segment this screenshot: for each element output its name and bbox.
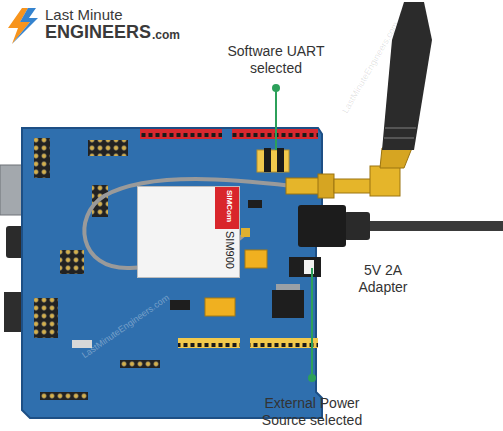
logo-bolt [12,8,38,44]
header-red [140,129,222,139]
module-model: SIM900 [224,231,236,269]
dc-jack [298,205,346,247]
regulator-tab [276,284,300,290]
callout-text: 5V 2A Adapter [350,262,416,296]
pin-grid [34,298,58,338]
logo-text: Last Minute [45,6,123,23]
header-yellow [178,338,240,348]
jumper-cap [264,148,271,172]
logo-text: ENGINEERS [45,22,151,43]
capacitor [205,298,235,316]
module-brand: SIMCom [225,190,234,222]
adapter-plug [344,212,370,240]
adapter-cable [368,221,503,231]
logo-text: .com [152,28,180,42]
leader-dot [308,374,316,382]
capacitor [245,250,267,268]
antenna-base [380,148,412,168]
pin-grid [120,360,160,368]
chip [170,300,190,310]
chip [248,200,262,208]
power-switch [289,257,321,277]
leader-line [311,268,313,378]
regulator [272,290,304,318]
callout-text: Software UART selected [221,43,331,77]
pin-grid [88,140,128,156]
pin-grid [34,138,50,178]
pin-grid [40,392,88,400]
pin-grid [60,250,84,274]
ufl-connector [241,228,250,237]
pcb-board [22,128,322,418]
sma-adapter [334,179,374,193]
header-yellow [250,338,318,348]
antenna-ridge [384,137,414,139]
leader-dot [272,84,280,92]
sma-elbow [370,166,400,196]
sma-nut [318,174,334,198]
sim900-module: SIMComSIM900 [137,186,240,278]
jumper-header [257,150,289,172]
antenna-ridge [385,127,416,129]
leader-line [275,88,277,150]
header-holes [178,338,240,348]
header-holes [250,338,318,348]
callout-text: External Power Source selected [250,395,374,429]
header-holes [140,129,222,139]
jumper-cap [277,148,284,172]
